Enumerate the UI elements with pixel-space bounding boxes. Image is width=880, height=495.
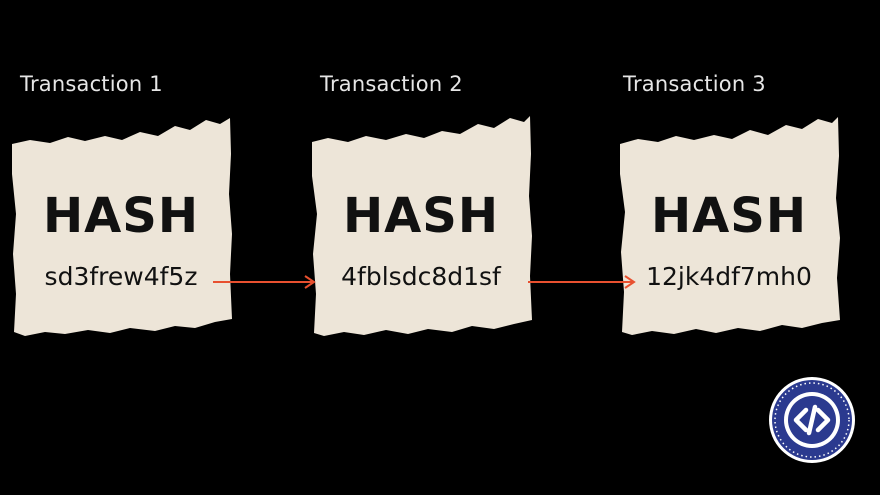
transaction-3-label: Transaction 3 — [623, 72, 766, 96]
hash-title: HASH — [650, 188, 808, 244]
hash-value: 12jk4df7mh0 — [646, 262, 812, 291]
hash-title: HASH — [42, 188, 200, 244]
code-brackets-icon — [769, 377, 855, 463]
hash-title: HASH — [342, 188, 500, 244]
code-logo-badge — [768, 376, 856, 464]
hash-value: sd3frew4f5z — [44, 262, 198, 291]
transaction-2-label: Transaction 2 — [320, 72, 463, 96]
torn-paper-shape — [312, 116, 532, 336]
transaction-2-card: HASH 4fblsdc8d1sf — [310, 114, 532, 336]
hash-value: 4fblsdc8d1sf — [341, 262, 501, 291]
transaction-1-label: Transaction 1 — [20, 72, 163, 96]
torn-paper-shape — [12, 118, 232, 336]
torn-paper-shape — [620, 117, 840, 335]
transaction-1-card: HASH sd3frew4f5z — [10, 114, 232, 336]
transaction-3-card: HASH 12jk4df7mh0 — [618, 114, 840, 336]
